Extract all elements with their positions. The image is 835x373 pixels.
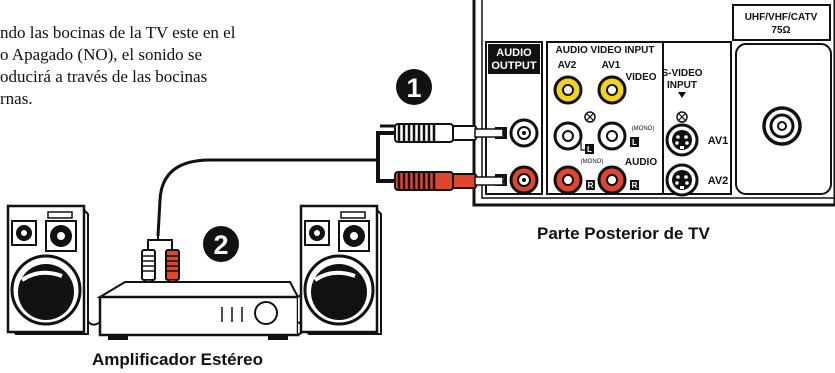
tv-back-caption: Parte Posterior de TV (537, 224, 710, 243)
audio-video-input-section: AUDIO VIDEO INPUT AV2 AV1 VIDEO L (546, 41, 664, 195)
instruction-line-2: o Apagado (NO), el sonido se (0, 45, 203, 64)
mono-label-bottom: (MONO) (581, 159, 604, 165)
instruction-line-3: oducirá a través de las bocinas (0, 67, 208, 86)
instruction-line-4: rnas. (0, 89, 33, 108)
audio-output-label-1: AUDIO (496, 47, 532, 59)
audio-label: AUDIO (625, 157, 657, 168)
av1-label: AV1 (602, 60, 621, 71)
audio-r-av1-tag: R (632, 181, 638, 190)
stereo-amplifier (96, 281, 305, 340)
uhf-label-1: UHF/VHF/CATV (745, 12, 818, 23)
volume-knob (254, 301, 278, 325)
audio-l-av2-tag: L (587, 145, 592, 154)
left-speaker (6, 204, 89, 335)
audio-output-label-2: OUTPUT (491, 60, 537, 72)
tv-back-panel: AUDIO OUTPUT L R AUDIO VIDEO INPUT AV2 (472, 0, 835, 207)
right-speaker (299, 204, 382, 335)
uhf-label-2: 75Ω (771, 25, 790, 36)
step-2-badge: 2 (203, 226, 239, 262)
av2-label: AV2 (558, 60, 577, 71)
audio-video-input-label: AUDIO VIDEO INPUT (556, 45, 655, 56)
svideo-section: S-VIDEO INPUT AV1 AV2 (661, 41, 732, 197)
rca-cable-to-tv (156, 123, 504, 237)
instruction-text: ndo las bocinas de la TV este en el o Ap… (0, 22, 345, 110)
step-1-number: 1 (406, 73, 421, 103)
audio-output-section: AUDIO OUTPUT L R (485, 41, 543, 195)
audio-l-av1-tag: L (632, 138, 637, 147)
svideo-av1-label: AV1 (708, 135, 729, 147)
svideo-label-2: INPUT (667, 80, 697, 91)
antenna-section: UHF/VHF/CATV 75Ω (732, 4, 832, 195)
step-1-badge: 1 (396, 69, 432, 105)
svideo-av2-label: AV2 (708, 175, 729, 187)
step-2-number: 2 (213, 230, 228, 260)
svideo-label-1: S-VIDEO (661, 68, 702, 79)
audio-r-av2-tag: R (588, 181, 594, 190)
amplifier-caption: Amplificador Estéreo (92, 350, 263, 369)
instruction-line-1: ndo las bocinas de la TV este en el (0, 23, 236, 42)
mono-label-top: (MONO) (632, 126, 655, 132)
video-label: VIDEO (625, 72, 656, 83)
